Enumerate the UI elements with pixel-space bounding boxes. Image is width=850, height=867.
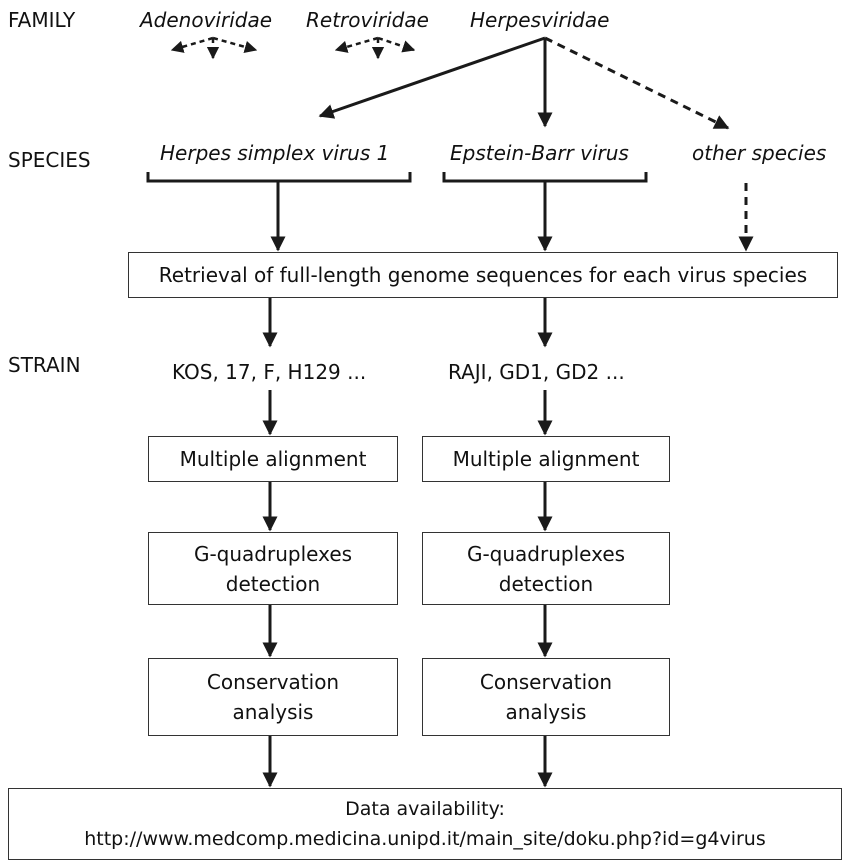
bracket-ebv [442, 172, 648, 183]
left-alignment-box: Multiple alignment [148, 436, 398, 482]
family-retroviridae: Retroviridae [306, 8, 429, 32]
family-herpesviridae: Herpesviridae [470, 8, 610, 32]
retrieval-text: Retrieval of full-length genome sequence… [158, 263, 808, 287]
left-g4-detection-box: G-quadruplexes detection [148, 532, 398, 605]
left-g4-line1: G-quadruplexes [193, 541, 353, 566]
right-g4-line1: G-quadruplexes [466, 541, 626, 566]
left-conservation-line2: analysis [232, 700, 314, 724]
arrow-herpesviridae-to-hsv1 [318, 36, 546, 119]
data-availability-box: Data availability: http://www.medcomp.me… [8, 788, 842, 860]
arrow-herpesviridae-to-other [544, 36, 730, 130]
retroviridae-dashed-arrows [334, 36, 416, 60]
species-other: other species [692, 141, 827, 165]
family-adenoviridae: Adenoviridae [140, 8, 273, 32]
left-g4-line2: detection [225, 571, 321, 596]
left-conservation-box: Conservation analysis [148, 658, 398, 736]
row-label-species: SPECIES [8, 148, 91, 172]
retrieval-box: Retrieval of full-length genome sequence… [128, 252, 838, 298]
species-ebv: Epstein-Barr virus [450, 141, 629, 165]
right-conservation-line1: Conservation [479, 670, 613, 694]
left-conservation-line1: Conservation [206, 670, 340, 694]
species-hsv1: Herpes simplex virus 1 [160, 141, 390, 165]
strains-left: KOS, 17, F, H129 ... [172, 360, 367, 384]
strains-right: RAJI, GD1, GD2 ... [448, 360, 625, 384]
adenoviridae-dashed-arrows [170, 36, 258, 60]
right-alignment-box: Multiple alignment [422, 436, 670, 482]
right-g4-line2: detection [498, 571, 594, 596]
left-alignment-text: Multiple alignment [179, 447, 367, 471]
data-availability-label: Data availability: [345, 798, 505, 820]
right-conservation-line2: analysis [505, 700, 587, 724]
right-alignment-text: Multiple alignment [452, 447, 640, 471]
data-availability-url[interactable]: http://www.medcomp.medicina.unipd.it/mai… [84, 828, 766, 850]
right-g4-detection-box: G-quadruplexes detection [422, 532, 670, 605]
row-label-strain: STRAIN [8, 353, 81, 377]
bracket-hsv1 [146, 172, 412, 183]
right-conservation-box: Conservation analysis [422, 658, 670, 736]
row-label-family: FAMILY [8, 8, 76, 32]
